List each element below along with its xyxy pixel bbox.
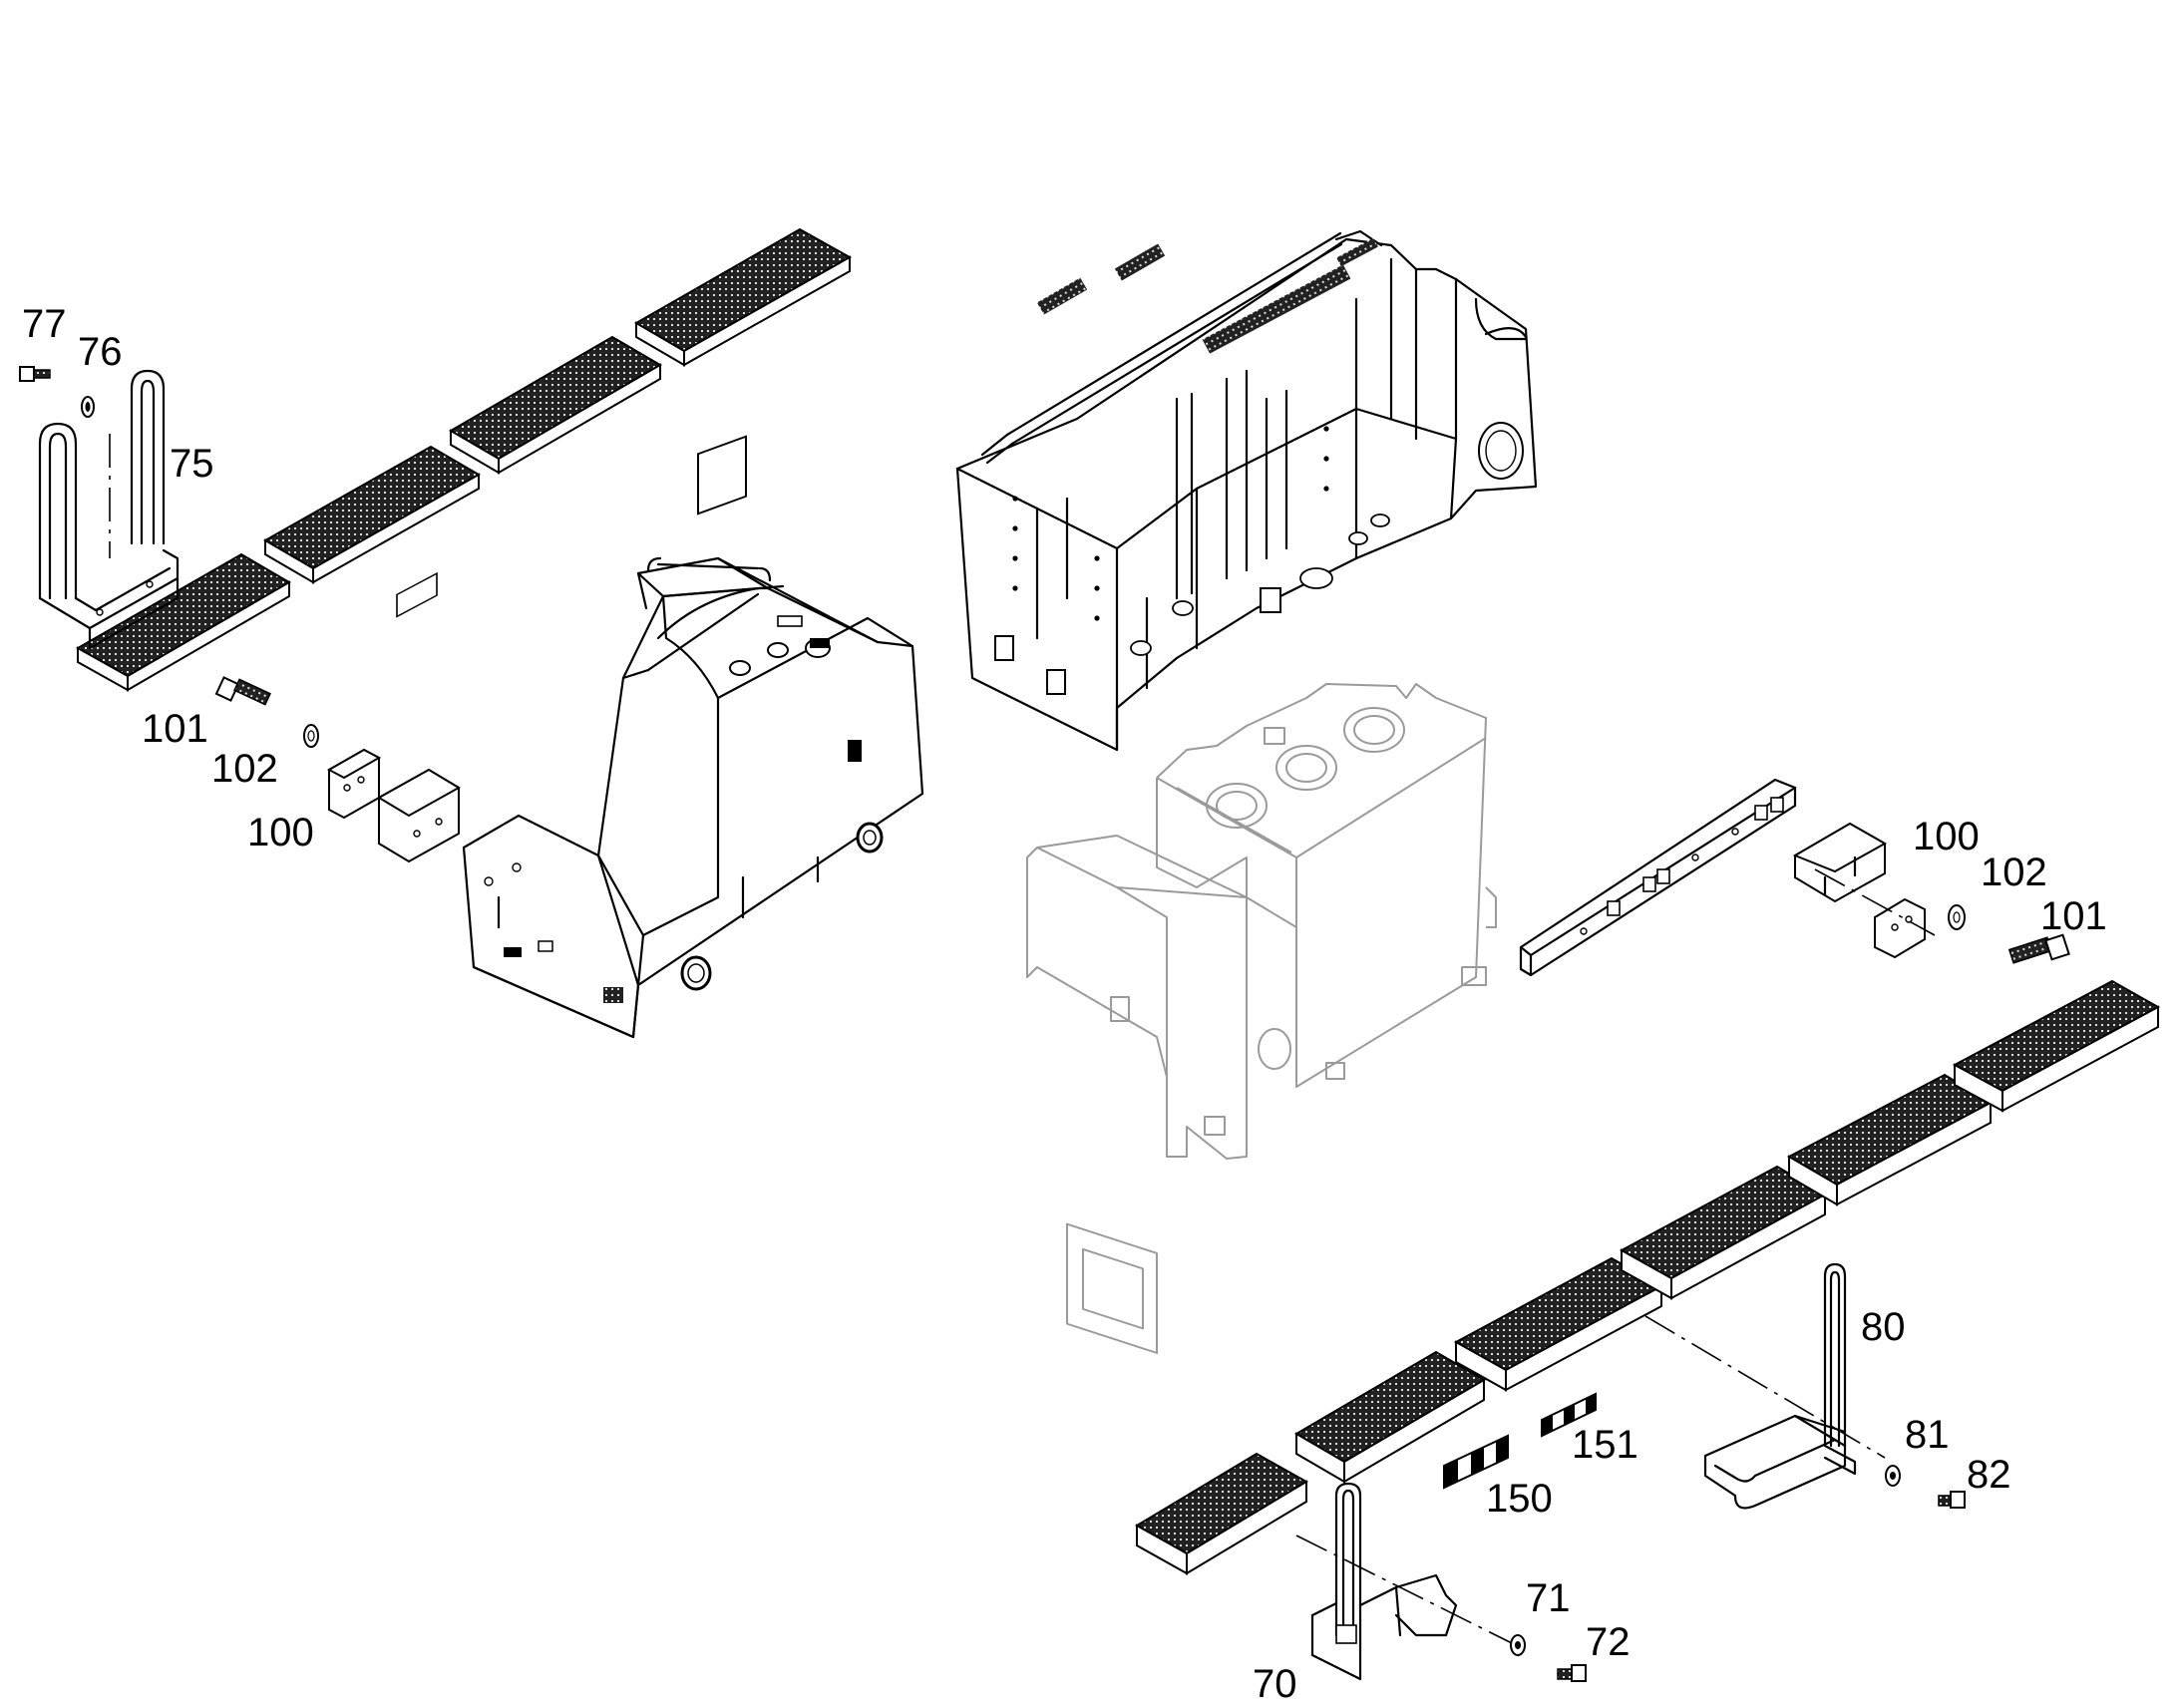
upper-right-frame (955, 229, 1538, 752)
right-tread-5 (1786, 1073, 1994, 1206)
callout-101-left: 101 (142, 707, 208, 751)
callout-72: 72 (1586, 1620, 1631, 1664)
left-tread-1 (75, 552, 291, 692)
bolt-101-right (2007, 933, 2070, 964)
callout-77: 77 (22, 302, 67, 346)
right-tread-2 (1294, 1350, 1486, 1484)
left-tread-4 (634, 227, 853, 367)
right-tread-4 (1619, 1165, 1828, 1300)
right-rail-bracket (1519, 778, 1797, 977)
operator-console (462, 435, 924, 1039)
washer-71 (1510, 1634, 1526, 1656)
right-step-treads (1135, 979, 2161, 1575)
callout-150: 150 (1486, 1477, 1553, 1521)
bolt-82 (1938, 1491, 1966, 1509)
callout-76: 76 (78, 330, 123, 374)
callout-100-left: 100 (247, 811, 314, 854)
bolt-72 (1557, 1664, 1587, 1682)
callout-82: 82 (1967, 1453, 2011, 1497)
right-tread-6 (1952, 979, 2161, 1113)
callout-102-right: 102 (1981, 851, 2047, 894)
part-callouts: 77 76 75 101 102 100 100 102 101 80 81 8… (22, 302, 2107, 1706)
callout-80: 80 (1861, 1305, 1906, 1349)
warning-decal-150 (1443, 1434, 1509, 1490)
washer-81 (1885, 1465, 1901, 1487)
left-handrail (38, 369, 180, 650)
callout-81: 81 (1905, 1413, 1950, 1457)
warning-decal-151 (1541, 1392, 1597, 1438)
washer-76 (81, 396, 95, 418)
ghosted-tank-assembly (1026, 683, 1497, 1354)
callout-70: 70 (1253, 1662, 1297, 1706)
handrail-70 (1295, 1482, 1517, 1681)
plate-100-right (1792, 822, 1936, 959)
plate-100-left (326, 571, 461, 863)
callout-71: 71 (1526, 1576, 1571, 1620)
right-tread-3 (1453, 1256, 1664, 1392)
washer-102-right (1948, 904, 1966, 930)
left-step-treads (75, 227, 853, 692)
callout-100-right: 100 (1913, 815, 1980, 858)
right-tread-1 (1135, 1452, 1308, 1575)
bolt-101-left (214, 676, 271, 706)
callout-101-right: 101 (2040, 894, 2107, 938)
callout-75: 75 (170, 442, 214, 486)
left-tread-3 (449, 335, 662, 475)
washer-102-left (303, 724, 319, 748)
left-tread-2 (262, 445, 482, 584)
callout-151: 151 (1572, 1423, 1638, 1467)
handrail-80 (1644, 1262, 1886, 1510)
bolt-77 (19, 366, 51, 382)
callout-102-left: 102 (211, 747, 278, 791)
